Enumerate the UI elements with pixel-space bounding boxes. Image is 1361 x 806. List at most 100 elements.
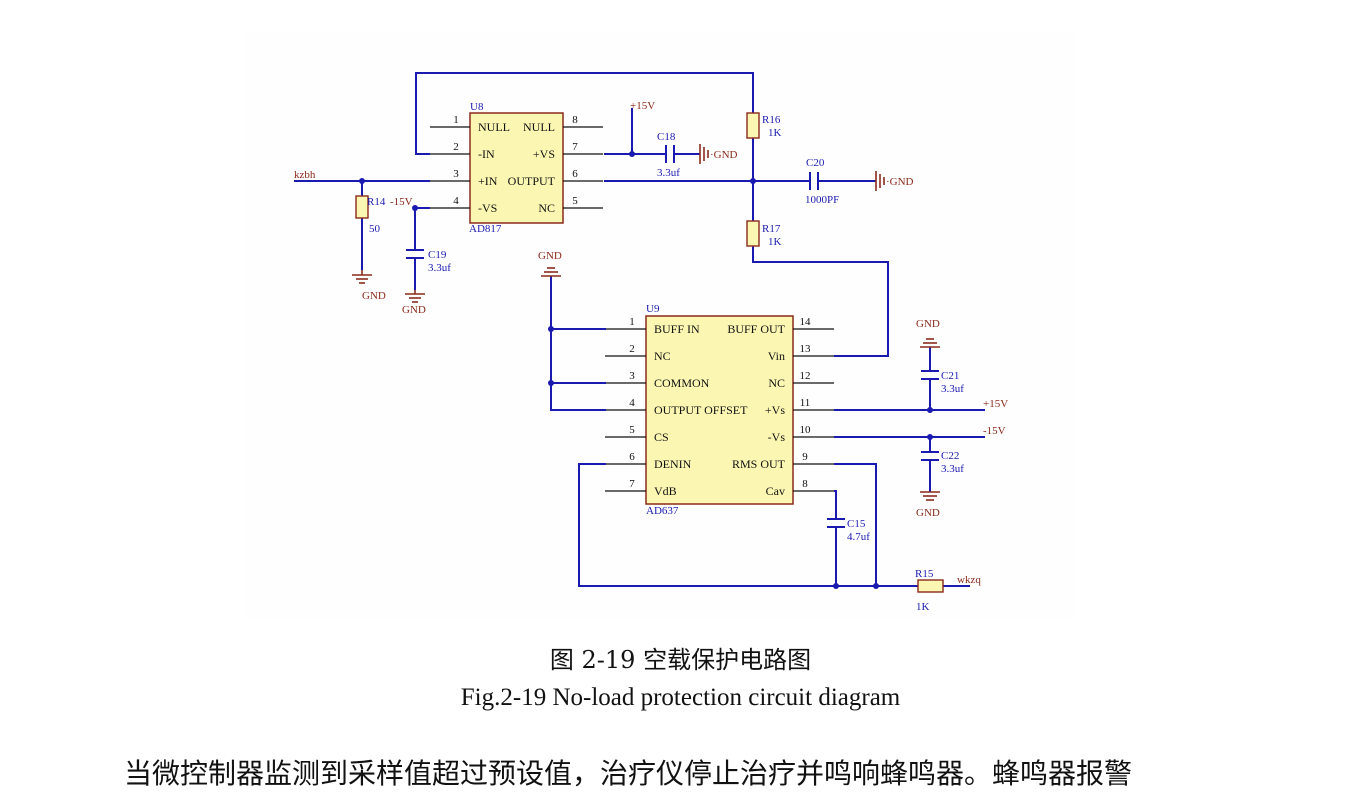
junction-rms-out [873,583,879,589]
u9-pin-9-number: 9 [802,451,808,463]
net-wkzq: wkzq [957,574,981,586]
u9-pin-8-number: 8 [802,478,808,490]
u8-pin-8-number: 8 [572,114,578,126]
r14-body [355,195,369,219]
r16-ref: R16 [762,114,781,126]
wire-denin-loop [578,463,918,587]
u9-pin-2-number: 2 [629,343,635,355]
capacitors: C18 3.3uf C20 1000PF C19 3.3uf C21 3.3uf… [406,131,964,543]
u9-pin-12-number: 12 [800,370,811,382]
u9-pin-3-number: 3 [629,370,635,382]
net-kzbh: kzbh [294,169,316,181]
u9-pin-6-number: 6 [629,451,635,463]
junctions [359,151,933,589]
u8-pin-8-name: NULL [523,120,555,134]
r14-ref: R14 [367,196,386,208]
u9-ref: U9 [646,303,660,315]
u9-pin-14-name: BUFF OUT [727,322,785,336]
u9-pin-7-number: 7 [629,478,635,490]
c20-value: 1000PF [805,194,839,206]
u8-pin-3-number: 3 [453,168,459,180]
junction-pos15-u8 [629,151,635,157]
c22-ref: C22 [941,450,959,462]
r15-ref: R15 [915,568,934,580]
u9-pin-11-name: +Vs [765,403,785,417]
gnd-c22-label: GND [916,507,940,519]
body-paragraph: 当微控制器监测到采样值超过预设值，治疗仪停止治疗并鸣响蜂鸣器。蜂鸣器报警 [124,757,1133,790]
u8-body [469,112,564,224]
u8-pin-6-number: 6 [572,168,578,180]
u9-body [645,315,794,505]
u9-pin-6-name: DENIN [654,457,692,471]
u9-pin-9-name: RMS OUT [732,457,786,471]
gnd-c19-icon [405,290,425,303]
u9-pin-4-number: 4 [629,397,635,409]
u8-pin-2-name: -IN [478,147,495,161]
u9-pin-13-name: Vin [768,349,785,363]
figure-caption-chinese: 图 2-19 空载保护电路图 [549,646,812,674]
junction-c15 [833,583,839,589]
u9-pin-11-number: 11 [800,397,811,409]
gnd-u9-label: GND [538,250,562,262]
u8-pin-3-name: +IN [478,174,498,188]
resistors: R14 50 R16 1K R17 1K R15 1K [355,112,944,613]
grounds: GND GND GND GND GND [352,144,940,519]
gnd-r14-icon [352,270,372,284]
junction-pos15-u9 [927,407,933,413]
u8-pin-4-name: -VS [478,201,497,215]
net-pos15-u9: +15V [983,398,1008,410]
u8-pin-4-number: 4 [453,195,459,207]
u9-pin-5-number: 5 [629,424,635,436]
c18-ref: C18 [657,131,676,143]
net-labels: kzbh -15V +15V +15V -15V wkzq [294,100,1008,586]
junction-neg15-u8 [412,205,418,211]
junction-gnd-buffin [548,326,554,332]
u8-ref: U8 [470,101,484,113]
gnd-c20-label: ·GND [886,176,914,188]
u9-pin-1-number: 1 [629,316,635,328]
c15-value: 4.7uf [847,531,870,543]
c15-ref: C15 [847,518,866,530]
wire-rms-out [834,463,877,586]
r14-value: 50 [369,223,381,235]
r16-body [746,112,760,139]
junction-neg15-u9 [927,434,933,440]
gnd-u9-icon [541,267,561,277]
gnd-c21-label: GND [916,318,940,330]
c19-ref: C19 [428,249,447,261]
r17-value: 1K [768,236,782,248]
gnd-c22-icon [920,491,940,501]
r16-value: 1K [768,127,782,139]
u8-pin-5-number: 5 [572,195,578,207]
c21-value: 3.3uf [941,383,964,395]
u8-part: AD817 [469,223,502,235]
junction-kzbh [359,178,365,184]
r15-body [917,579,944,593]
net-neg15-u9: -15V [983,425,1006,437]
c18-value: 3.3uf [657,167,680,179]
u9-pin-4-name: OUTPUT OFFSET [654,403,748,417]
u9-pin-13-number: 13 [800,343,812,355]
u9-pin-10-name: -Vs [768,430,786,444]
u9-pin-5-name: CS [654,430,669,444]
u9-pin-2-name: NC [654,349,671,363]
wire-cav-c15 [834,490,837,519]
u9-part: AD637 [646,505,679,517]
net-pos15-u8: +15V [630,100,655,112]
wire-gnd-offset [550,276,606,411]
r15-value: 1K [916,601,930,613]
wire-feedback-loop [415,72,754,155]
u9-pin-3-name: COMMON [654,376,710,390]
u8-pin-1-number: 1 [453,114,459,126]
gnd-r14-label: GND [362,290,386,302]
r17-ref: R17 [762,223,781,235]
u9-pin-14-number: 14 [800,316,812,328]
figure-caption-english: Fig.2-19 No-load protection circuit diag… [460,684,901,711]
u8-pin-5-name: NC [538,201,555,215]
wire-r17-vin [752,246,889,357]
u9-pin-7-name: VdB [654,484,677,498]
u9-pin-1-name: BUFF IN [654,322,700,336]
